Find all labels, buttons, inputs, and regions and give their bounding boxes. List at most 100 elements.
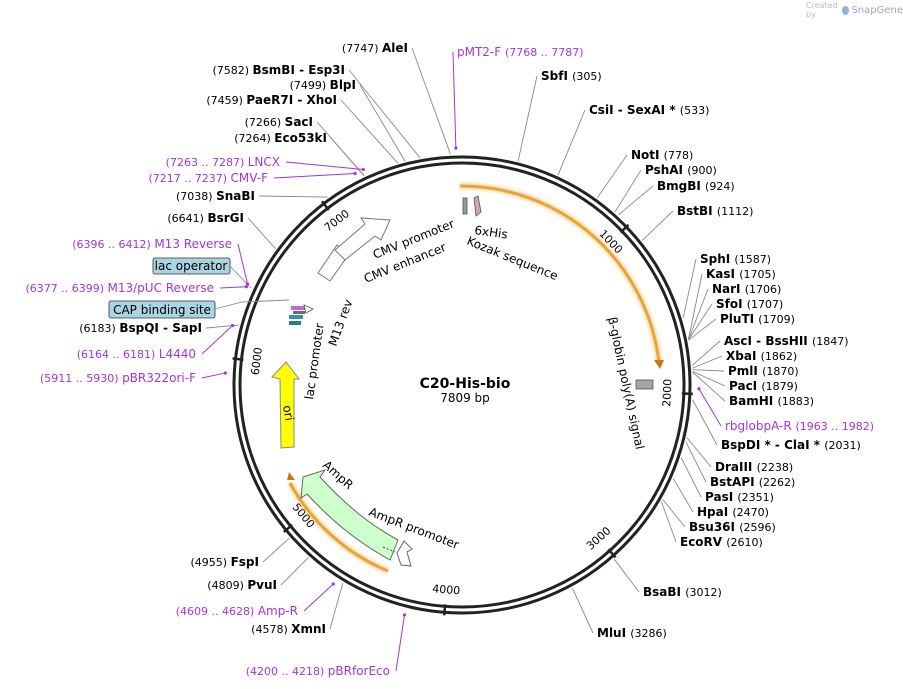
tick-mark [443,604,447,616]
site-leader [692,371,726,402]
site-leader [247,217,276,250]
cap-site-text: CAP binding site [113,303,211,317]
site-label: (7459) PaeR7I - XhoI [206,93,337,107]
site-position: (1706) [745,283,782,296]
site-name: AleI [382,41,408,55]
site-position: (7264) [234,132,274,145]
snapgene-credit: Created by SnapGene [806,1,903,19]
site-leader [686,437,712,468]
feature-m13-block [291,306,307,310]
site-name: EcoRV [680,535,726,549]
site-name: Eco53kI [274,131,327,145]
site-label: (7264) Eco53kI [234,131,327,145]
primer-rbglobpa-r: rbglobpA-R (1963 .. 1982) [697,387,874,433]
site-name: Bsu36I [689,520,739,534]
site-paer7i-xhoi: (7459) PaeR7I - XhoI [206,93,399,164]
site-position: (2470) [732,506,769,519]
site-label: (4955) FspI [191,555,259,569]
primer-label: (7217 .. 7237) CMV-F [148,171,268,185]
site-name: PasI [705,490,737,504]
tick-label: 2000 [660,379,674,407]
site-position: (7582) [212,64,252,77]
primer-leader [395,614,406,672]
tick-mark [321,200,330,211]
site-leader [662,499,686,528]
primer-labels: pMT2-F (7768 .. 7787) (7263 .. 7287) LNCX… [25,45,874,678]
primer-leader [698,388,722,427]
site-position: (900) [687,164,717,177]
site-position: (4578) [251,623,291,636]
site-bstbi: BstBI (1112) [641,204,754,241]
site-label: SfoI (1707) [716,297,783,311]
primer-l4440: (6164 .. 6181) L4440 [77,323,235,361]
site-leader [660,501,677,543]
site-name: PaeR7I - XhoI [246,93,337,107]
site-name: BspQI - SapI [119,321,202,335]
site-fspi: (4955) FspI [191,537,290,569]
site-bamhi: BamHI (1883) [692,371,814,408]
site-leader [688,303,713,340]
site-leader [688,273,703,340]
site-position: (3012) [685,586,722,599]
primer-m13-reverse: (6396 .. 6412) M13 Reverse [72,237,250,286]
primer-pbr322ori-f: (5911 .. 5930) pBR322ori-F [40,371,227,385]
site-ecorv: EcoRV (2610) [660,501,763,549]
primer-label: rbglobpA-R (1963 .. 1982) [725,419,874,433]
orf-arrow-1-head [654,360,664,369]
primer-label: (5911 .. 5930) pBR322ori-F [40,371,196,385]
site-name: FspI [231,555,259,569]
site-position: (1707) [747,298,784,311]
site-leader [340,99,399,164]
primer-label: (4200 .. 4218) pBRforEco [246,664,390,678]
site-pmli: PmlI (1870) [692,364,799,378]
site-label: BmgBI (924) [657,179,735,193]
tick-mark [232,357,244,361]
site-leader [688,318,717,341]
site-position: (1870) [762,365,799,378]
site-kasi: KasI (1705) [688,267,776,340]
primer-pmt2-f: pMT2-F (7768 .. 7787) [452,45,584,150]
site-label: AscI - BssHII (1847) [724,334,849,348]
primer-leader [219,286,247,289]
site-leader [411,47,451,155]
site-leader [613,558,640,593]
site-bstapi: BstAPI (2262) [685,441,796,489]
site-leader [330,137,365,177]
site-name: BamHI [729,394,777,408]
site-name: PshAI [645,163,687,177]
site-name: BstBI [677,204,717,218]
site-name: XmnI [291,622,326,636]
site-bspdi-clai: BspDI * - ClaI * (2031) [692,399,861,452]
site-position: (4809) [207,579,247,592]
plasmid-name: C20-His-bio [420,376,511,392]
primer-label: (7263 .. 7287) LNCX [166,155,280,169]
feature-lac-promoter-arrow [303,304,314,314]
site-label: SbfI (305) [541,69,602,83]
site-leader [672,478,694,513]
site-name: BsaBI [643,585,685,599]
feature-lac-operator-block [293,311,305,314]
site-name: SbfI [541,69,572,83]
site-position: (7038) [176,190,216,203]
primer-leader [285,161,364,171]
site-sphi: SphI (1587) [682,252,771,319]
site-name: PmlI [728,364,762,378]
site-name: BsmBI - Esp3I [253,63,345,77]
feature-ampr-promoter [396,540,413,567]
site-position: (7499) [290,79,330,92]
site-bsmbi-esp3i: (7582) BsmBI - Esp3I [212,63,421,159]
site-label: (7582) BsmBI - Esp3I [212,63,345,77]
site-leader [557,109,586,176]
site-position: (1112) [717,205,754,218]
site-pvui: (4809) PvuI [207,557,309,592]
site-leader [329,582,344,630]
site-asci-bsshii: AscI - BssHII (1847) [691,334,849,366]
plasmid-length: 7809 bp [440,391,490,405]
boxed-label-cap-site: CAP binding site [108,300,216,319]
site-position: (2262) [759,476,796,489]
primer-lncx: (7263 .. 7287) LNCX [166,155,365,172]
site-name: KasI [706,267,739,281]
site-label: NarI (1706) [712,282,781,296]
primer-leader [452,51,457,149]
site-position: (2031) [824,439,861,452]
